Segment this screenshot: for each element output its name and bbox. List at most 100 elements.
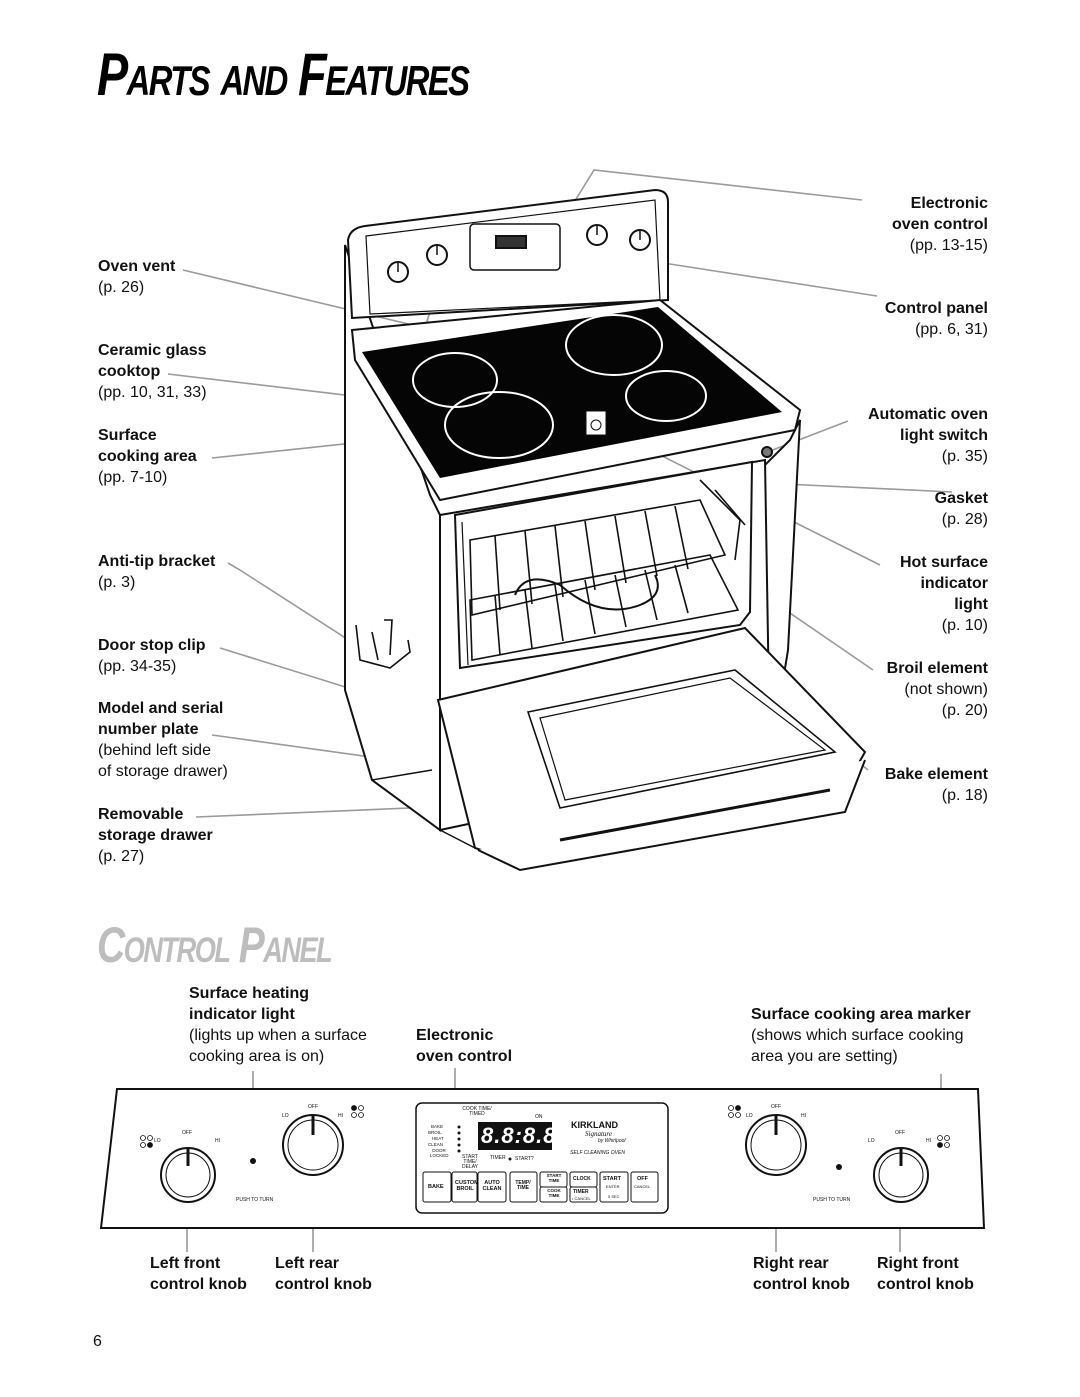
label-ref: (p. 20) — [941, 702, 988, 719]
label-title: Removable — [98, 806, 184, 823]
label-left-rear-knob: Left rear control knob — [275, 1253, 372, 1295]
label-title: light switch — [900, 427, 988, 444]
storage-drawer — [371, 769, 476, 849]
cooktop — [350, 298, 802, 502]
label-title: control knob — [877, 1276, 974, 1293]
right-rear-control-knob — [745, 1114, 807, 1176]
cooking-area-marker-icon — [140, 1105, 950, 1148]
label-note: (shows which surface cooking — [751, 1027, 964, 1044]
left-surface-indicator-light — [250, 1158, 256, 1164]
label-right-front-knob: Right front control knob — [877, 1253, 974, 1295]
label-title: Electronic — [910, 195, 988, 212]
label-title: Hot surface — [899, 554, 988, 571]
label-electronic-oven-control-panel: Electronic oven control — [416, 1025, 512, 1067]
clock-button — [569, 1171, 598, 1188]
auto-clean-button — [477, 1171, 507, 1203]
label-storage-drawer: Removable storage drawer (p. 27) — [98, 804, 213, 867]
label-title: Ceramic glass — [98, 342, 207, 359]
label-title: Left front — [150, 1255, 221, 1272]
start-button — [599, 1171, 629, 1203]
page-title: Parts and Features — [97, 41, 470, 108]
label-ref: (p. 26) — [98, 279, 145, 296]
label-title: indicator light — [189, 1006, 295, 1023]
label-title: cooktop — [98, 363, 161, 380]
oven-door — [436, 626, 867, 872]
label-ref: (pp. 34-35) — [98, 658, 177, 675]
status-indicator-dots — [457, 1125, 512, 1161]
label-surface-cooking-area: Surface cooking area (pp. 7-10) — [98, 425, 197, 488]
label-oven-vent: Oven vent (p. 26) — [98, 256, 175, 298]
label-left-front-knob: Left front control knob — [150, 1253, 247, 1295]
timer-button — [569, 1186, 598, 1203]
label-hot-surface-indicator-light: Hot surface indicator light (p. 10) — [900, 552, 988, 636]
label-title: number plate — [98, 721, 199, 738]
anti-tip-bracket — [355, 619, 411, 669]
label-surface-heating-indicator: Surface heating indicator light (lights … — [189, 983, 367, 1067]
label-title: Surface cooking area marker — [751, 1006, 971, 1023]
label-ref: (pp. 13-15) — [909, 237, 988, 254]
bake-button — [422, 1171, 452, 1203]
section-title: Control Panel — [97, 917, 333, 973]
label-control-panel: Control panel (pp. 6, 31) — [885, 298, 988, 340]
label-note: (behind left side — [98, 742, 211, 759]
label-ref: (p. 10) — [941, 617, 988, 634]
label-title: indicator — [920, 575, 988, 592]
custom-broil-button — [451, 1171, 478, 1203]
label-title: Broil element — [886, 660, 988, 677]
left-front-control-knob — [160, 1147, 216, 1203]
label-title: light — [954, 596, 988, 613]
label-ref: (pp. 10, 31, 33) — [98, 384, 207, 401]
label-title: control knob — [150, 1276, 247, 1293]
label-automatic-oven-light-switch: Automatic oven light switch (p. 35) — [868, 404, 988, 467]
label-title: oven control — [891, 216, 988, 233]
left-rear-control-knob — [282, 1114, 344, 1176]
label-ref: (p. 3) — [98, 574, 136, 591]
label-title: Right rear — [753, 1255, 829, 1272]
label-title: Gasket — [934, 490, 988, 507]
label-title: Control panel — [884, 300, 988, 317]
label-bake-element: Bake element (p. 18) — [885, 764, 988, 806]
label-title: Left rear — [275, 1255, 340, 1272]
label-title: Electronic — [416, 1027, 494, 1044]
label-title: oven control — [416, 1048, 513, 1065]
label-title: Surface heating — [189, 985, 310, 1002]
label-note: of storage drawer) — [98, 763, 228, 780]
label-title: Model and serial — [98, 700, 224, 717]
label-title: cooking area — [98, 448, 197, 465]
label-title: control knob — [753, 1276, 850, 1293]
start-time-button — [539, 1171, 568, 1188]
label-model-serial-plate: Model and serial number plate (behind le… — [98, 698, 228, 782]
oven-racks — [469, 479, 746, 661]
label-electronic-oven-control: Electronic oven control (pp. 13-15) — [892, 193, 988, 256]
label-surface-cooking-area-marker: Surface cooking area marker (shows which… — [751, 1004, 971, 1067]
label-title: storage drawer — [98, 827, 213, 844]
label-note: (not shown) — [904, 681, 988, 698]
label-title: Bake element — [884, 766, 988, 783]
label-broil-element: Broil element (not shown) (p. 20) — [887, 658, 988, 721]
right-front-control-knob — [873, 1147, 929, 1203]
control-buttons — [422, 1171, 659, 1203]
label-title: Automatic oven — [867, 406, 988, 423]
label-title: Right front — [877, 1255, 959, 1272]
temp-time-button — [509, 1171, 538, 1203]
label-note: area you are setting) — [751, 1048, 898, 1065]
label-ref: (pp. 7-10) — [98, 469, 168, 486]
clock-display — [478, 1122, 552, 1150]
label-note: (lights up when a surface — [189, 1027, 367, 1044]
cook-time-button — [539, 1186, 568, 1203]
label-anti-tip-bracket: Anti-tip bracket (p. 3) — [98, 551, 215, 593]
off-button — [630, 1171, 659, 1203]
label-door-stop-clip: Door stop clip (pp. 34-35) — [98, 635, 206, 677]
backguard — [346, 188, 669, 320]
label-ref: (p. 27) — [98, 848, 145, 865]
label-ref: (p. 28) — [941, 511, 988, 528]
label-title: control knob — [275, 1276, 372, 1293]
label-right-rear-knob: Right rear control knob — [753, 1253, 850, 1295]
label-ref: (p. 35) — [941, 448, 988, 465]
label-ref: (p. 18) — [941, 787, 988, 804]
label-ref: (pp. 6, 31) — [915, 321, 988, 338]
label-ceramic-glass-cooktop: Ceramic glass cooktop (pp. 10, 31, 33) — [98, 340, 207, 403]
label-note: cooking area is on) — [189, 1048, 325, 1065]
